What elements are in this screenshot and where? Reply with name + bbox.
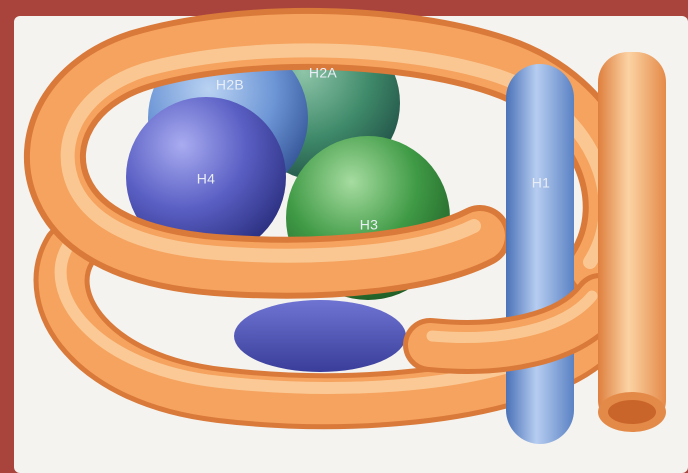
h1-label: H1 [532, 175, 551, 191]
h2b-label: H2B [216, 77, 244, 93]
dna-tail-rod [598, 52, 666, 430]
dna-tail [598, 52, 666, 432]
h1-rod [506, 64, 574, 444]
h4-label: H4 [197, 171, 216, 187]
h2a-label: H2A [309, 65, 337, 81]
h1-linker-rod [506, 64, 574, 444]
lower-histone-sphere [234, 300, 406, 372]
dna-tail-opening [608, 400, 656, 424]
h3-label: H3 [360, 217, 379, 233]
